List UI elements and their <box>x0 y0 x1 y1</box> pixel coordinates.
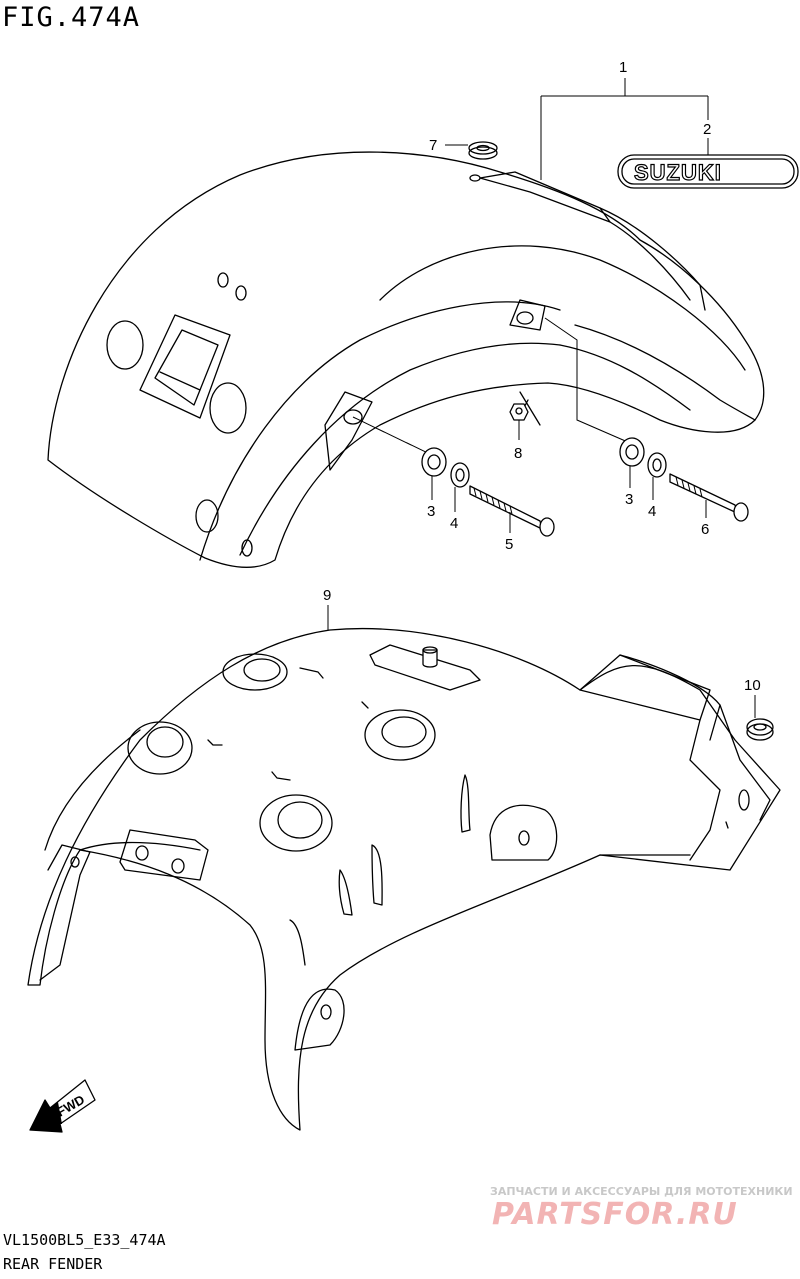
fwd-arrow: FWD <box>29 1079 96 1133</box>
figure-model-code: VL1500BL5_E33_474A <box>3 1231 166 1249</box>
figure-name: REAR FENDER <box>3 1255 103 1273</box>
nut-part-8 <box>509 403 529 421</box>
upper-fender <box>47 151 765 569</box>
callout-9: 9 <box>323 587 331 604</box>
callouts: 1 2 7 8 3 4 5 3 4 6 9 10 <box>323 59 761 694</box>
callout-8: 8 <box>514 445 522 462</box>
callout-5: 5 <box>505 536 513 553</box>
callout-10: 10 <box>744 677 761 694</box>
callout-4-left: 4 <box>450 515 458 532</box>
callout-1: 1 <box>619 59 627 76</box>
callout-4-right: 4 <box>648 503 656 520</box>
callout-3-right: 3 <box>625 491 633 508</box>
figure-title: FIG.474A <box>2 2 141 33</box>
callout-6: 6 <box>701 521 709 538</box>
watermark-logo: PARTSFOR.RU <box>492 1197 738 1232</box>
right-hardware-stack <box>544 317 749 522</box>
callout-7: 7 <box>429 137 437 154</box>
callout-2: 2 <box>703 121 711 138</box>
callout-3-left: 3 <box>427 503 435 520</box>
grommet-part-10 <box>746 718 774 741</box>
grommet-part-7 <box>468 141 498 160</box>
left-hardware-stack <box>352 416 555 537</box>
watermark-tagline: ЗАПЧАСТИ И АКСЕССУАРЫ ДЛЯ МОТОТЕХНИКИ <box>490 1185 793 1198</box>
leader-lines <box>327 78 756 718</box>
suzuki-emblem: SUZUKI <box>617 154 799 189</box>
inner-fender <box>27 627 781 1131</box>
emblem-text: SUZUKI <box>634 160 722 185</box>
